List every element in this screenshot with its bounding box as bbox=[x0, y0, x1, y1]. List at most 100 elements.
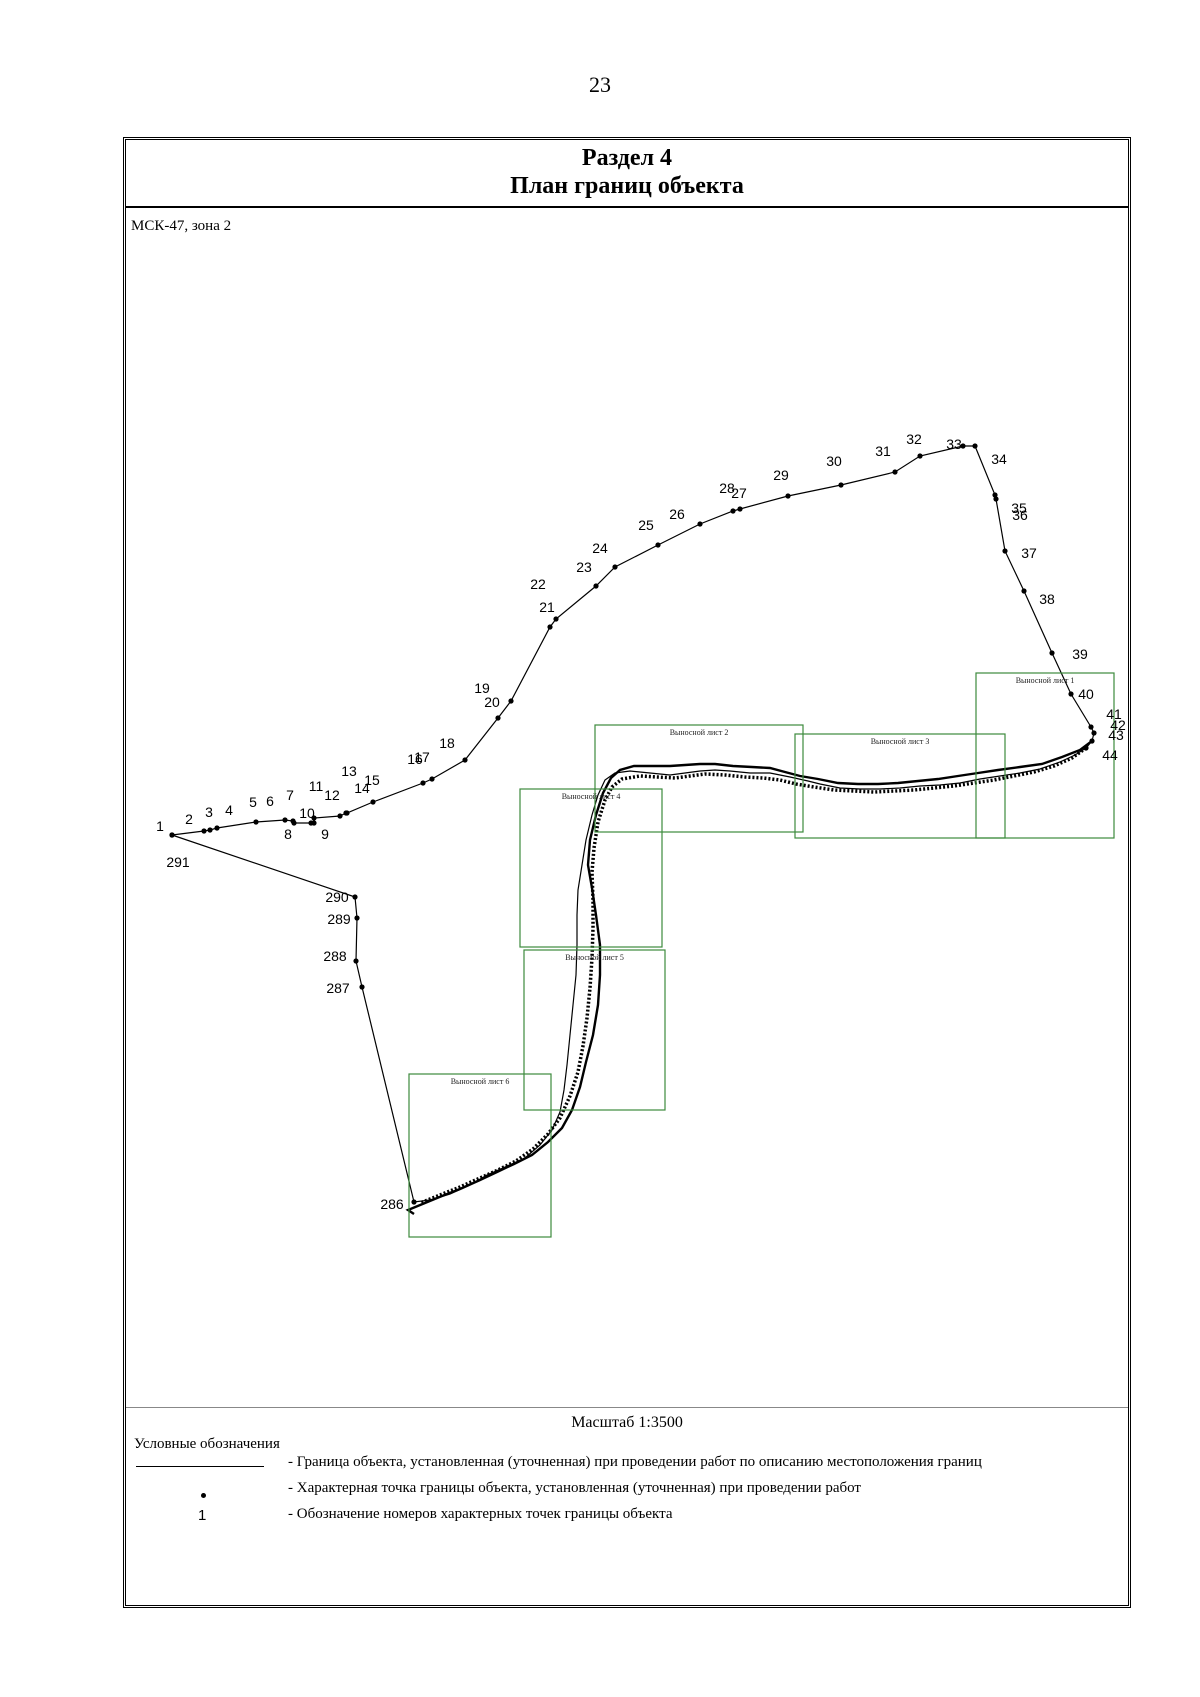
boundary-point bbox=[311, 815, 317, 821]
point-number-label: 12 bbox=[324, 787, 340, 803]
section-header: Раздел 4 План границ объекта bbox=[126, 140, 1128, 208]
inset-sheet-label: Выносной лист 3 bbox=[871, 737, 930, 746]
point-number-label: 287 bbox=[326, 980, 350, 996]
point-number-label: 37 bbox=[1021, 545, 1037, 561]
point-number-label: 4 bbox=[225, 802, 233, 818]
point-number-label: 19 bbox=[474, 680, 490, 696]
point-number-label: 38 bbox=[1039, 591, 1055, 607]
boundary-point bbox=[1089, 738, 1095, 744]
boundary-point bbox=[508, 698, 514, 704]
boundary-point bbox=[169, 832, 175, 838]
map-frame: Раздел 4 План границ объекта МСК-47, зон… bbox=[123, 137, 1131, 1608]
boundary-point bbox=[655, 542, 661, 548]
boundary-point bbox=[785, 493, 791, 499]
point-number-label: 15 bbox=[364, 772, 380, 788]
point-number-label: 25 bbox=[638, 517, 654, 533]
point-number-label: 291 bbox=[166, 854, 190, 870]
point-number-label: 13 bbox=[341, 763, 357, 779]
boundary-point bbox=[420, 780, 426, 786]
page-number: 23 bbox=[589, 72, 611, 97]
boundary-inner-edge bbox=[405, 740, 1093, 1215]
inset-sheet-frame bbox=[594, 724, 804, 833]
point-number-label: 8 bbox=[284, 826, 292, 842]
point-number-label: 3 bbox=[205, 804, 213, 820]
point-number-label: 290 bbox=[325, 889, 349, 905]
point-number-label: 286 bbox=[380, 1196, 404, 1212]
boundary-point bbox=[359, 984, 365, 990]
boundary-point bbox=[354, 915, 360, 921]
boundary-point bbox=[960, 443, 966, 449]
inset-sheet-frame bbox=[523, 949, 666, 1111]
boundary-point bbox=[337, 813, 343, 819]
inset-sheet-label: Выносной лист 1 bbox=[1016, 676, 1075, 685]
point-number-label: 44 bbox=[1102, 747, 1118, 763]
point-number-label: 21 bbox=[539, 599, 555, 615]
boundary-point bbox=[291, 820, 297, 826]
boundary-point bbox=[1088, 724, 1094, 730]
boundary-point bbox=[370, 799, 376, 805]
boundary-point bbox=[282, 817, 288, 823]
boundary-plan: Выносной лист 1 Выносной лист 2 Выносной л… bbox=[156, 431, 1126, 1238]
point-number-label: 17 bbox=[414, 749, 430, 765]
inset-sheet-label: Выносной лист 5 bbox=[565, 953, 624, 962]
point-number-label: 10 bbox=[299, 805, 315, 821]
boundary-point bbox=[917, 453, 923, 459]
point-number-label: 42 bbox=[1110, 717, 1126, 733]
point-number-label: 40 bbox=[1078, 686, 1094, 702]
coordinate-system-label: МСК-47, зона 2 bbox=[131, 218, 232, 234]
boundary-point bbox=[697, 521, 703, 527]
point-number-label: 41 bbox=[1106, 706, 1122, 722]
point-number-label: 5 bbox=[249, 794, 257, 810]
legend-item-text: - Характерная точка границы объекта, уст… bbox=[288, 1480, 861, 1496]
legend-dot-symbol bbox=[134, 1480, 274, 1502]
point-number-label: 22 bbox=[530, 576, 546, 592]
boundary-point bbox=[892, 469, 898, 475]
section-title: Раздел 4 bbox=[581, 145, 673, 171]
point-number-label: 24 bbox=[592, 540, 608, 556]
point-number-label: 43 bbox=[1108, 727, 1124, 743]
inset-sheet-frame bbox=[408, 1073, 552, 1238]
boundary-point bbox=[353, 958, 359, 964]
boundary-point bbox=[993, 496, 999, 502]
point-number-label: 31 bbox=[875, 443, 891, 459]
inset-sheet-label: Выносной лист 2 bbox=[670, 728, 729, 737]
inset-sheet-frame bbox=[975, 672, 1115, 839]
inset-sheet-frame bbox=[519, 788, 663, 948]
point-number-label: 34 bbox=[991, 451, 1007, 467]
point-number-label: 20 bbox=[484, 694, 500, 710]
inset-sheet-label: Выносной лист 4 bbox=[562, 792, 621, 801]
boundary-point bbox=[253, 819, 259, 825]
point-number-label: 32 bbox=[906, 431, 922, 447]
point-number-label: 288 bbox=[323, 948, 347, 964]
point-number-label: 11 bbox=[309, 778, 324, 794]
footer-divider bbox=[126, 1407, 1128, 1408]
point-number-label: 39 bbox=[1072, 646, 1088, 662]
boundary-point bbox=[214, 825, 220, 831]
boundary-point bbox=[311, 820, 317, 826]
scale-label: Масштаб 1:3500 bbox=[571, 1414, 683, 1431]
boundary-point bbox=[495, 715, 501, 721]
point-number-label: 33 bbox=[946, 436, 962, 452]
boundary-point bbox=[547, 624, 553, 630]
boundary-point bbox=[1068, 691, 1074, 697]
point-number-label: 28 bbox=[719, 480, 735, 496]
boundary-point bbox=[1049, 650, 1055, 656]
boundary-point bbox=[838, 482, 844, 488]
point-number-label: 14 bbox=[354, 780, 370, 796]
point-number-label: 29 bbox=[773, 467, 789, 483]
legend-line-symbol bbox=[134, 1454, 274, 1476]
point-number-label: 26 bbox=[669, 506, 685, 522]
boundary-point bbox=[1091, 730, 1097, 736]
boundary-point bbox=[1021, 588, 1027, 594]
boundary-point bbox=[730, 508, 736, 514]
boundary-point bbox=[992, 492, 998, 498]
boundary-point bbox=[972, 443, 978, 449]
boundary-point bbox=[737, 506, 743, 512]
point-number-label: 1 bbox=[156, 818, 164, 834]
boundary-point bbox=[593, 583, 599, 589]
point-number-label: 35 bbox=[1011, 500, 1027, 516]
boundary-point bbox=[462, 757, 468, 763]
point-number-label: 18 bbox=[439, 735, 455, 751]
boundary-point bbox=[553, 616, 559, 622]
legend-title: Условные обозначения bbox=[134, 1436, 280, 1452]
